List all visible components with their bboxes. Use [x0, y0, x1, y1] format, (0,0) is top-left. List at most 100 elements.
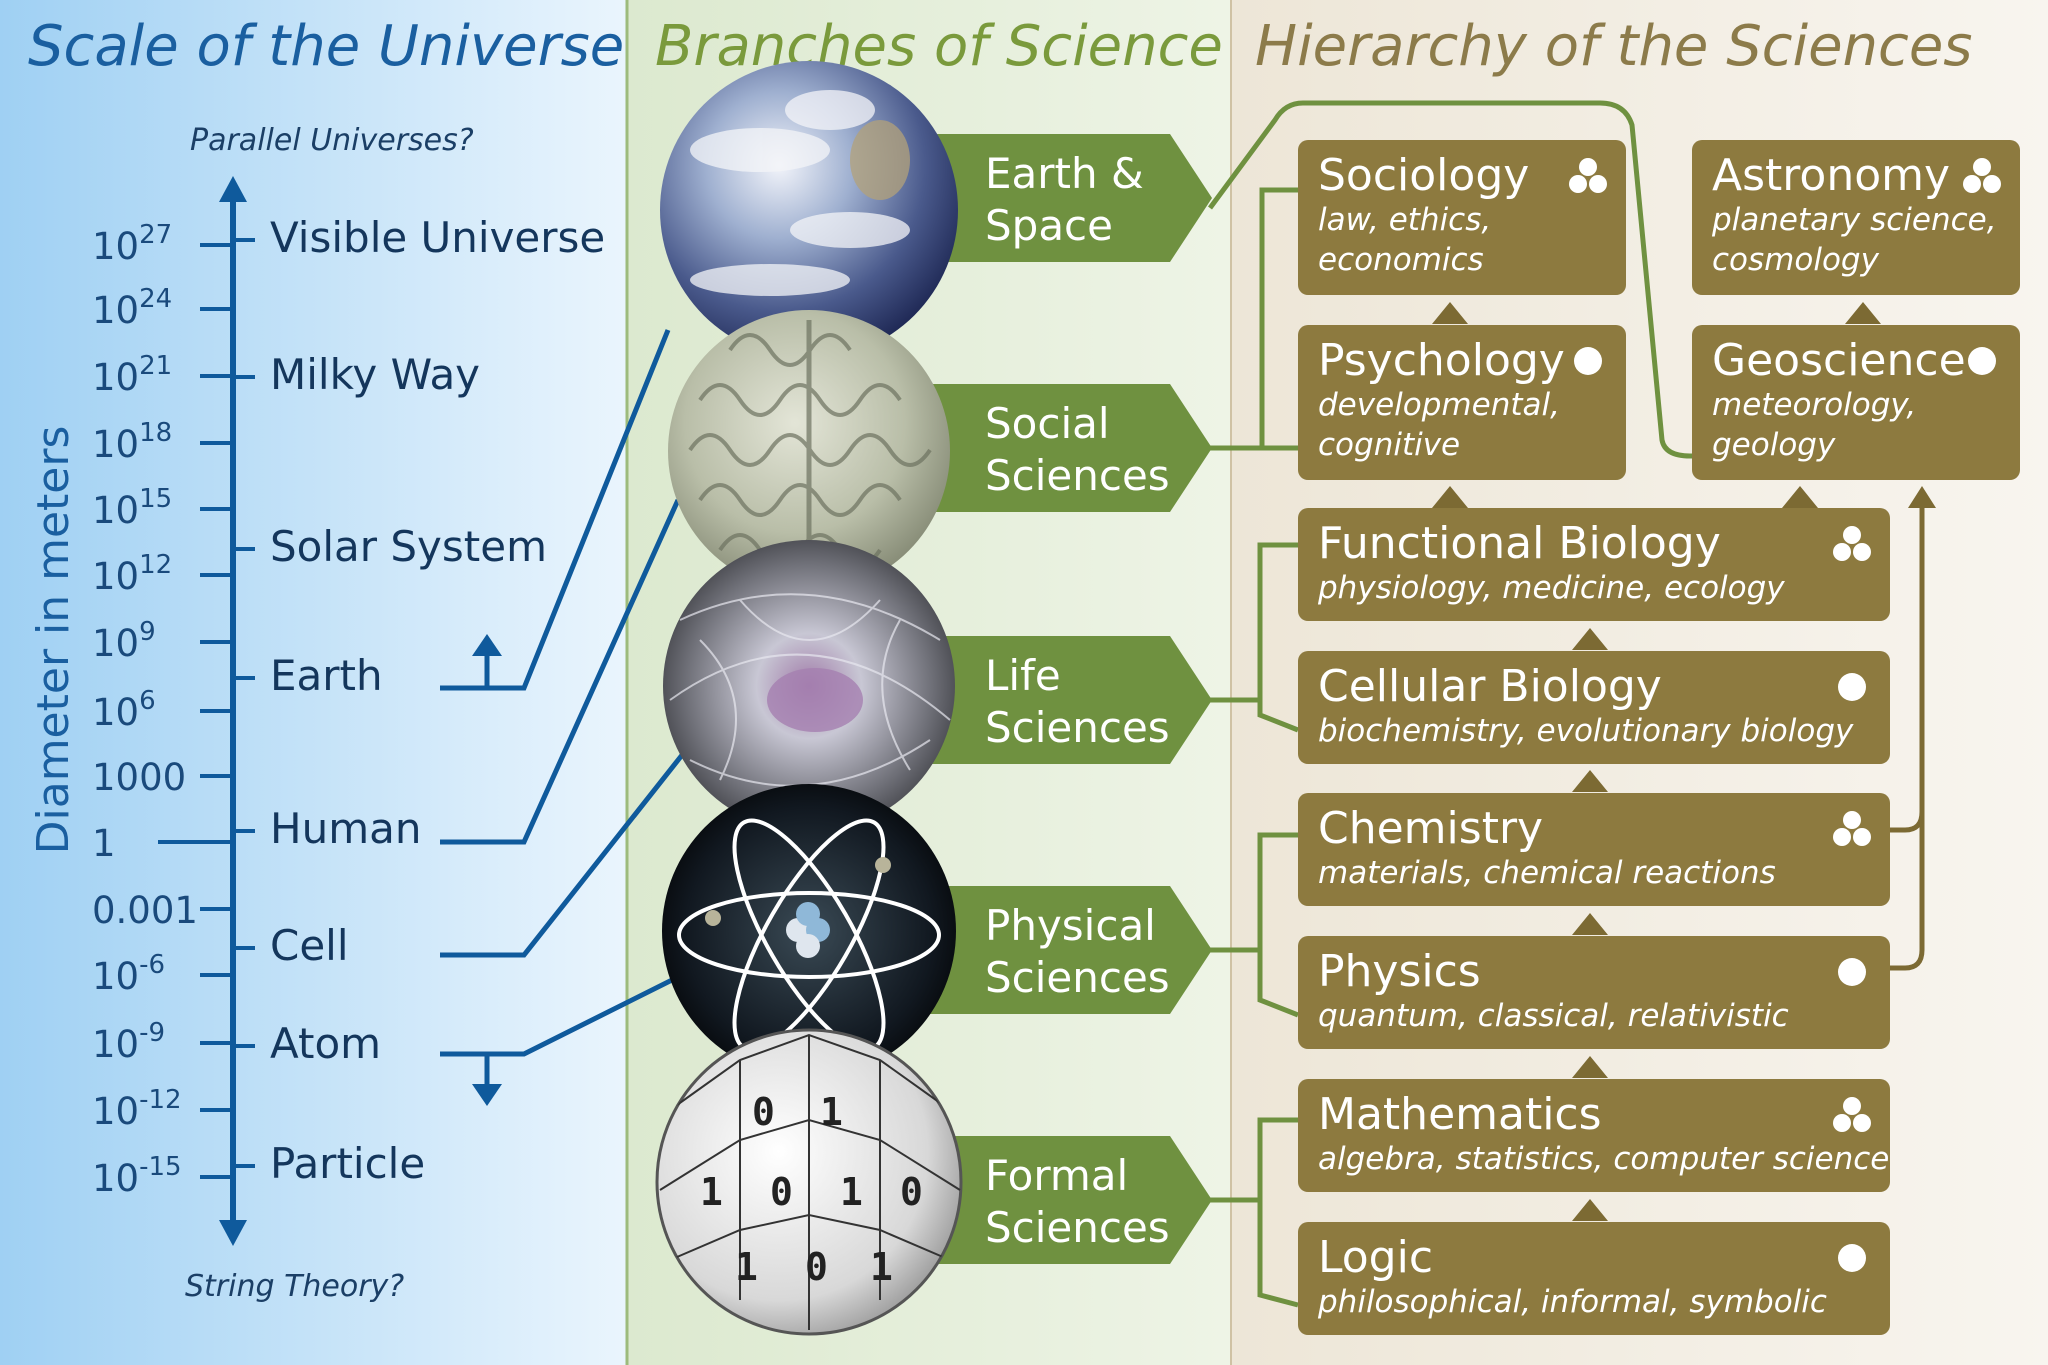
functional-to-geoscience-arrow — [1782, 486, 1818, 508]
scale-object-label: Milky Way — [270, 350, 480, 399]
box-title: Geoscience — [1712, 335, 1966, 386]
earth-connector — [440, 329, 671, 691]
branch-label-line: Earth & — [985, 149, 1144, 198]
box-subtitle: quantum, classical, relativistic — [1318, 998, 1789, 1034]
box-subtitle: planetary science, — [1711, 202, 1997, 238]
svg-text:1: 1 — [820, 1090, 843, 1134]
scale-object-label: Human — [270, 804, 421, 853]
earth-image — [660, 61, 958, 359]
geoscience-to-astronomy-arrow — [1845, 302, 1881, 324]
formal-to-logic — [1257, 1200, 1299, 1308]
functional-to-psychology-arrow — [1432, 486, 1468, 508]
scale-connectors — [440, 329, 702, 1090]
box-subtitle: physiology, medicine, ecology — [1317, 570, 1785, 606]
branch-label-line: Sciences — [985, 1203, 1170, 1252]
box-subtitle: materials, chemical reactions — [1318, 855, 1776, 891]
branches-title: Branches of Science — [655, 14, 1223, 79]
box-title: Sociology — [1318, 150, 1529, 201]
physics-to-chemistry-arrow — [1572, 913, 1608, 935]
tick-label: 1018 — [92, 418, 172, 466]
logic-to-mathematics-arrow — [1572, 1199, 1608, 1221]
box-subtitle: philosophical, informal, symbolic — [1317, 1284, 1827, 1320]
string-theory-note: String Theory? — [185, 1269, 404, 1304]
three-dots-icon — [1833, 1097, 1871, 1132]
branch-label-line: Physical — [985, 901, 1156, 950]
earth-space-connector — [1207, 100, 1700, 459]
atom-connector — [440, 963, 702, 1057]
branch-connectors — [1207, 100, 1700, 1308]
mathematics-to-physics-arrow — [1572, 1056, 1608, 1078]
box-title: Functional Biology — [1318, 518, 1721, 569]
box-title: Astronomy — [1712, 150, 1950, 201]
tick-label: 1000 — [92, 756, 186, 799]
up-arrow-icon — [472, 634, 502, 656]
scale-title: Scale of the Universe — [28, 14, 624, 79]
physical-to-physics — [1257, 950, 1299, 1018]
hierarchy-title: Hierarchy of the Sciences — [1255, 14, 1972, 79]
cellular-to-functional-arrow — [1572, 628, 1608, 650]
scale-object-label: Earth — [270, 651, 383, 700]
box-subtitle: biochemistry, evolutionary biology — [1318, 713, 1854, 749]
scale-panel-bg — [0, 0, 627, 1365]
physical-to-space-connector — [1890, 500, 1925, 971]
box-subtitle: economics — [1318, 242, 1484, 278]
three-dots-icon — [1569, 158, 1607, 193]
life-to-functional — [1210, 542, 1298, 703]
dependency-arrows — [1432, 302, 1881, 1221]
box-subtitle: meteorology, — [1712, 387, 1916, 423]
svg-text:1: 1 — [870, 1245, 893, 1289]
svg-text:1: 1 — [700, 1170, 723, 1214]
tick-label: 10-15 — [92, 1152, 182, 1200]
tick-label: 1012 — [92, 550, 172, 598]
up-arrow-icon — [1908, 486, 1936, 508]
box-title: Physics — [1318, 946, 1481, 997]
chemistry-to-cellular-arrow — [1572, 770, 1608, 792]
life-to-cellular — [1257, 700, 1299, 733]
branch-label-line: Sciences — [985, 953, 1170, 1002]
box-title: Psychology — [1318, 335, 1565, 386]
tick-marks — [158, 243, 233, 1179]
box-title: Logic — [1318, 1232, 1433, 1283]
dot-icon — [1838, 673, 1866, 701]
box-subtitle: algebra, statistics, computer science — [1318, 1141, 1889, 1177]
dot-icon — [1838, 1244, 1866, 1272]
formal-to-mathematics — [1210, 1117, 1298, 1203]
three-dots-icon — [1963, 158, 2001, 193]
parallel-universes-note: Parallel Universes? — [190, 123, 474, 158]
scale-object-label: Particle — [270, 1139, 425, 1188]
tick-label: 1015 — [92, 484, 172, 532]
tick-label: 1 — [92, 822, 116, 865]
physical-to-chemistry — [1210, 832, 1298, 953]
svg-text:1: 1 — [840, 1170, 863, 1214]
svg-text:0: 0 — [752, 1090, 775, 1134]
binary-sphere-image: 0 1 1 0 1 0 1 0 1 — [655, 1028, 963, 1336]
tick-label: 1021 — [92, 351, 172, 399]
branch-label-line: Life — [985, 651, 1061, 700]
axis-arrow-up — [219, 176, 247, 202]
svg-text:0: 0 — [900, 1170, 923, 1214]
tick-labels: 102710241021101810151012109106100010.001… — [92, 220, 198, 1200]
tick-label: 1024 — [92, 284, 172, 332]
dot-icon — [1574, 347, 1602, 375]
psychology-to-sociology-arrow — [1432, 302, 1468, 324]
dot-icon — [1968, 347, 1996, 375]
branch-label-line: Space — [985, 201, 1113, 250]
tick-label: 109 — [92, 617, 156, 665]
tick-label: 106 — [92, 686, 156, 734]
cell-image — [663, 540, 955, 832]
three-dots-icon — [1833, 811, 1871, 846]
tick-label: 10-9 — [92, 1018, 165, 1066]
